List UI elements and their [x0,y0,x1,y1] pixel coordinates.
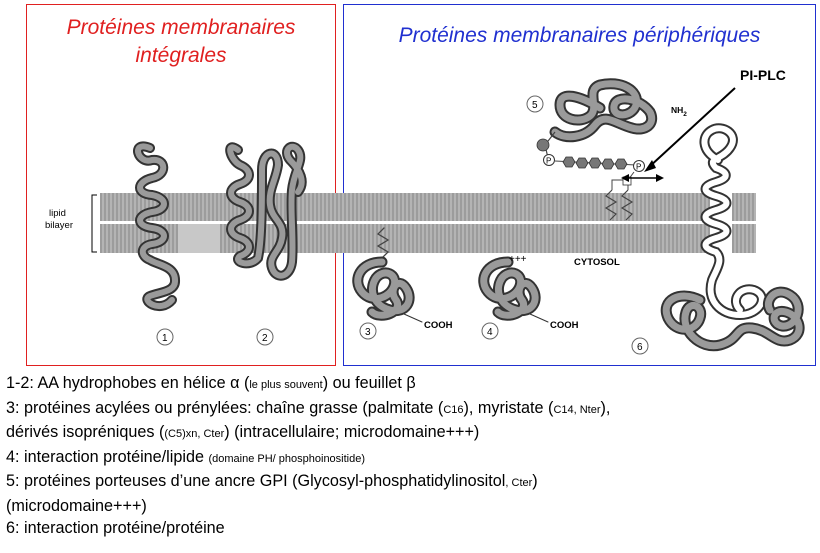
marker-4-label: 4 [487,327,493,338]
protein-6-protein-complex [660,123,805,352]
sugar-1 [562,156,576,168]
pi-plc-label: PI-PLC [740,67,786,83]
sugar-4 [601,158,615,170]
cleavage-arrowhead-left [621,174,629,182]
protein-3-fatty-chain [376,227,390,259]
marker-4-circle [481,322,499,340]
phosphate-1-label: P [546,157,551,166]
protein-2-multi-pass [225,141,307,281]
integral-proteins-title: Protéines membranaires intégrales [26,14,336,70]
protein-4-lipid-binding [478,256,549,323]
legend-line-4: 4: interaction protéine/lipide (domaine … [6,447,366,466]
integral-title-line2: intégrales [135,44,227,67]
protein-1-fill [135,143,178,309]
protein-3-fill [354,258,413,319]
protein-4-cterm-line [529,313,549,323]
marker-1-circle [156,328,174,346]
protein-3-cterm-line [403,313,423,323]
sugar-3 [588,157,602,169]
marker-5-label: 5 [532,100,538,111]
lipid-label: lipid [49,208,66,219]
gpi-fatty-chain-2 [620,189,634,221]
protein-3-cooh-label: COOH [424,320,453,331]
bilayer-midline [100,221,756,224]
legend-line-6: (microdomaine+++) [6,496,147,515]
protein-5-ethanolamine [536,138,550,152]
cytosol-label: CYTOSOL [574,257,620,268]
legend-line-2: 3: protéines acylées ou prénylées: chaîn… [6,398,611,417]
marker-6-circle [631,337,649,355]
phosphate-2-label: P [636,163,641,172]
marker-1-label: 1 [162,333,168,344]
bilayer-outer-leaflet [100,193,756,221]
bilayer-inner-patch [178,224,220,253]
legend-line-7: 6: interaction protéine/protéine [6,519,225,537]
peripheral-proteins-title: Protéines membranaires périphériques [398,24,761,47]
protein-number-markers: 1 2 3 4 5 6 [156,95,649,355]
protein-3-lipid-anchored [352,227,423,323]
phosphate-1-circle [543,154,555,166]
legend-line-3: dérivés isopréniques ((C5)xn, Cter) (int… [6,423,480,441]
peripheral-proteins-frame [343,4,816,366]
marker-3-circle [359,322,377,340]
bilayer-bracket [91,194,97,253]
protein-5-fill [551,80,656,141]
sugar-5 [614,158,628,170]
protein-2-fill [227,143,305,279]
gpi-fatty-chain-1 [604,189,618,221]
bilayer-label: bilayer [45,220,73,231]
integral-title-line1: Protéines membranaires [66,16,296,39]
legend-text: 1-2: AA hydrophobes en hélice α (le plus… [6,372,818,540]
pi-plc-arrowhead [644,160,656,172]
marker-2-circle [256,328,274,346]
cleavage-arrowhead-right [656,174,664,182]
marker-3-label: 3 [365,327,371,338]
pi-plc-pointer-arrow [647,87,736,169]
integral-proteins-frame [26,4,336,366]
protein-6-helix-fill [701,125,765,319]
protein-5-gpi-anchored: P P [536,78,658,221]
lipid-bilayer [100,193,756,253]
membrane-protein-diagram: lipid bilayer COOH +++ COOH CYTOSOL P [45,67,805,355]
phosphate-2-circle [633,160,645,172]
protein-4-cooh-label: COOH [550,320,579,331]
marker-6-label: 6 [637,342,643,353]
protein-4-plus-charges: +++ [509,254,527,265]
legend-line-5: 5: protéines porteuses d’une ancre GPI (… [6,472,538,490]
glycan-sugars [562,156,628,170]
sugar-2 [575,157,589,169]
legend-line-1: 1-2: AA hydrophobes en hélice α (le plus… [6,374,416,392]
marker-5-circle [526,95,544,113]
protein-4-fill [480,258,539,319]
protein-1-single-pass [133,141,180,311]
protein-6-globular-fill [662,288,803,350]
marker-2-label: 2 [262,333,268,344]
protein-5-nh2-label: NH2 [671,105,687,118]
